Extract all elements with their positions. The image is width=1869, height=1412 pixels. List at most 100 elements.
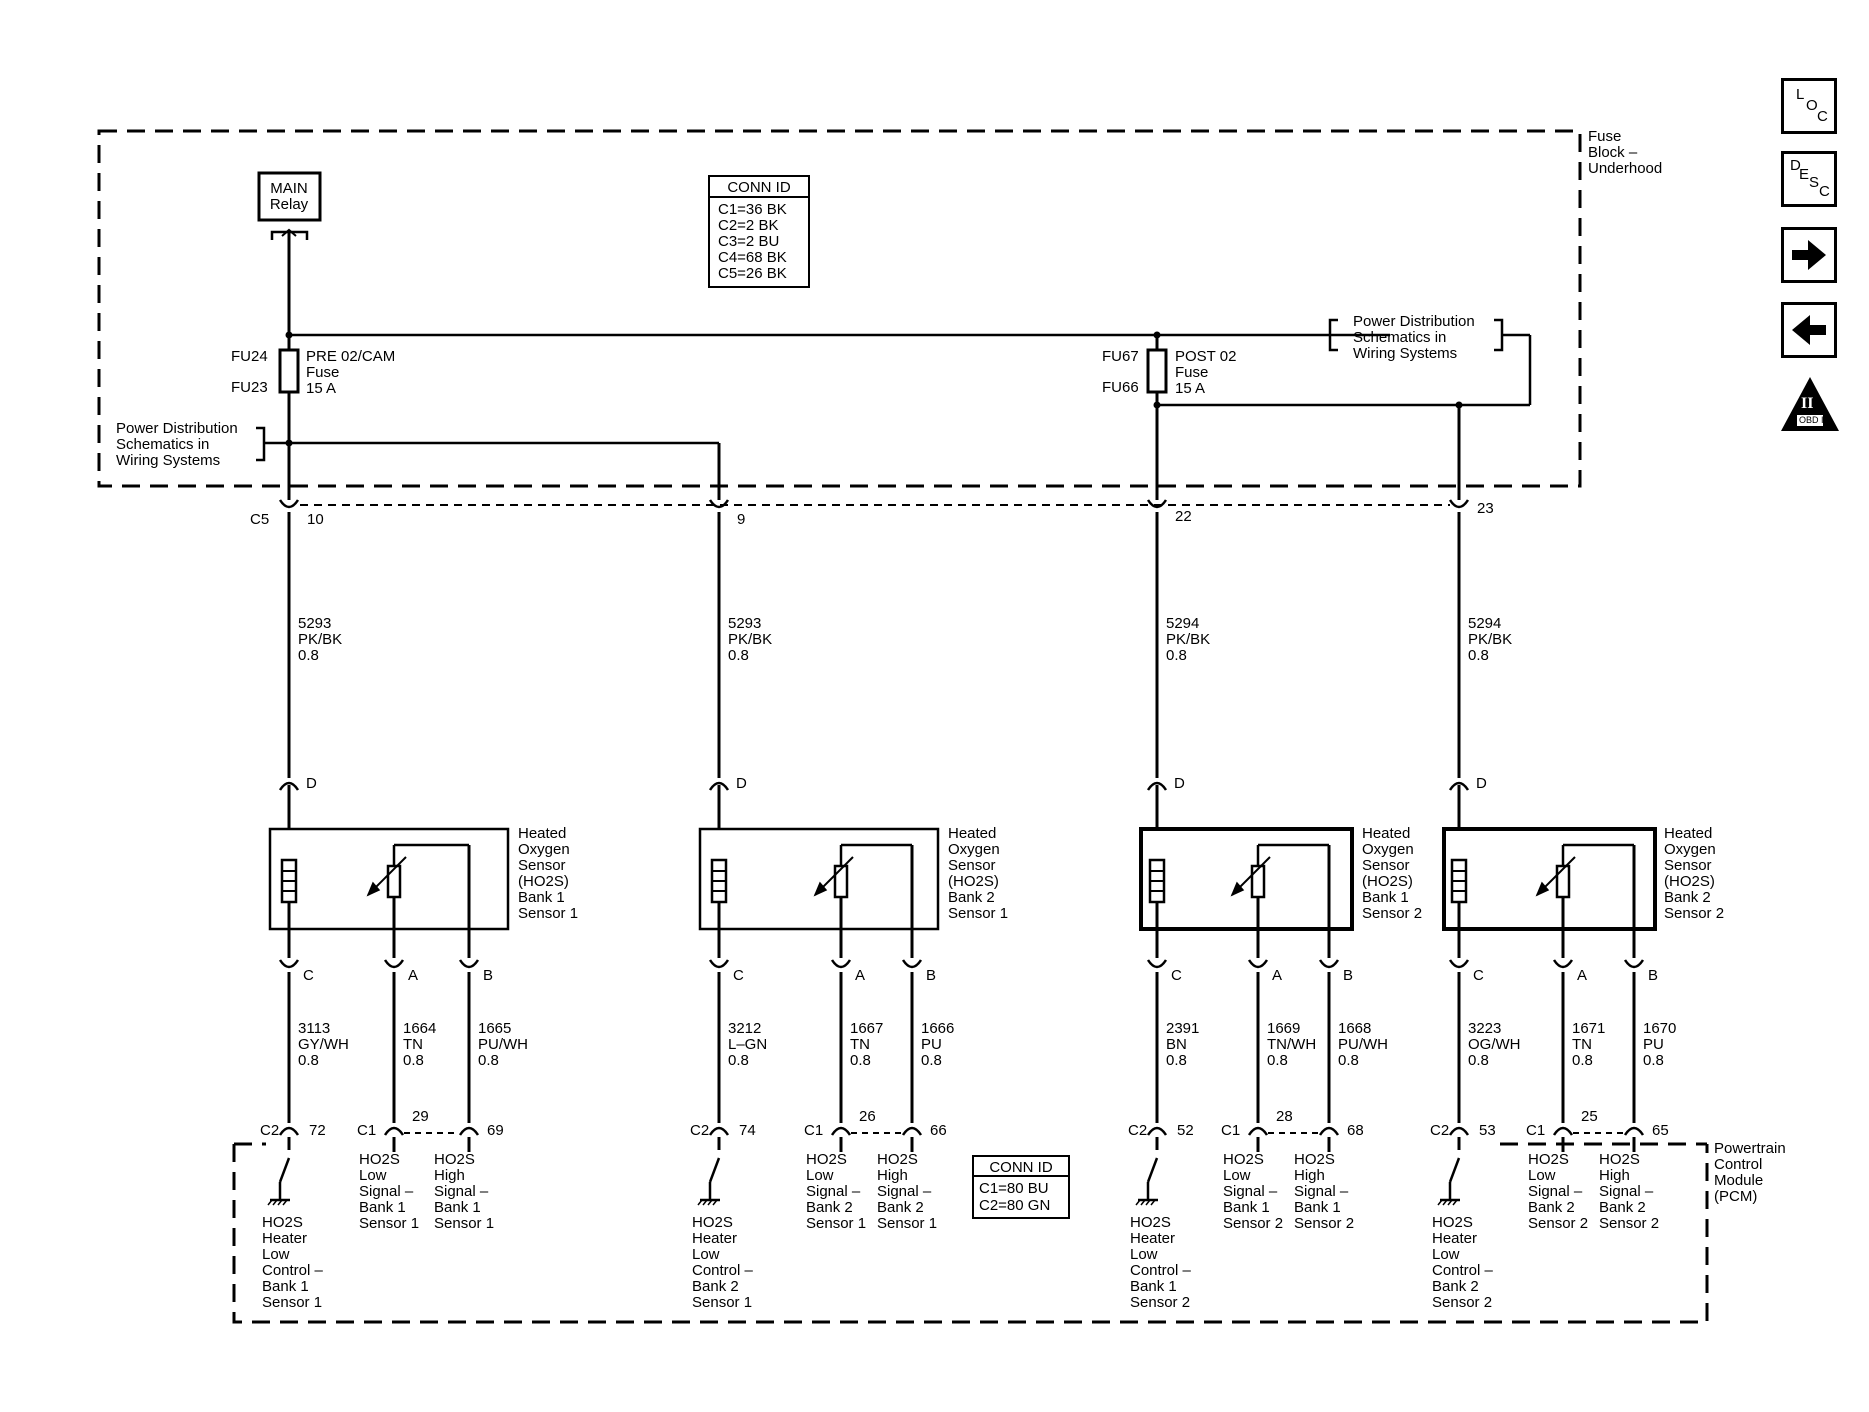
pcm-c2-terminal bbox=[708, 1126, 730, 1136]
ho2s-sensor-box bbox=[1139, 827, 1354, 931]
arrow-head bbox=[366, 881, 381, 897]
fuse-label: POST 02 bbox=[1175, 348, 1236, 365]
feed-wire-label: 0.8 bbox=[1468, 647, 1489, 664]
ground-hatch bbox=[1135, 1199, 1141, 1206]
pcm-high-signal-label: Sensor 2 bbox=[1294, 1215, 1354, 1232]
power-dist-right-label: Wiring Systems bbox=[1353, 345, 1457, 362]
conn-id-item: C1=36 BK bbox=[718, 201, 787, 218]
ground-hatch bbox=[1437, 1199, 1443, 1206]
bus-splice-right bbox=[1153, 331, 1161, 339]
sensor-name: Oxygen bbox=[948, 841, 1000, 858]
obd-ii-badge: II OBD II bbox=[1779, 375, 1841, 433]
ho2s-sensor-box bbox=[268, 827, 510, 931]
pcm-heater-label: HO2S bbox=[692, 1214, 733, 1231]
c1-pin: 26 bbox=[859, 1108, 876, 1125]
pcm-title: Control bbox=[1714, 1156, 1762, 1173]
sensor-connector-terminal bbox=[1318, 959, 1340, 969]
c1-label: C1 bbox=[804, 1122, 823, 1139]
feed-wire-label: 5294 bbox=[1166, 615, 1199, 632]
c5-pin-number: 22 bbox=[1175, 508, 1192, 525]
conn-id-item: C5=26 BK bbox=[718, 265, 787, 282]
pin-d-label: D bbox=[736, 775, 747, 792]
fuse-block-title: Underhood bbox=[1588, 160, 1662, 177]
pcm-heater-label: Low bbox=[1130, 1246, 1158, 1263]
heater-switch bbox=[278, 1157, 291, 1183]
pcm-high-signal-label: Bank 2 bbox=[877, 1199, 924, 1216]
wire-label: TN bbox=[403, 1036, 423, 1053]
wire-label: 3223 bbox=[1468, 1020, 1501, 1037]
wire-label: GY/WH bbox=[298, 1036, 349, 1053]
pcm-high-signal-label: HO2S bbox=[1599, 1151, 1640, 1168]
sensor-name: Bank 2 bbox=[948, 889, 995, 906]
fuse-label: Fuse bbox=[306, 364, 339, 381]
ground-hatch bbox=[1150, 1199, 1156, 1206]
pcm-title: Powertrain bbox=[1714, 1140, 1786, 1157]
wire-label: 0.8 bbox=[478, 1052, 499, 1069]
desc-letter-d: D bbox=[1790, 157, 1801, 174]
pcm-low-signal-label: Sensor 2 bbox=[1528, 1215, 1588, 1232]
pcm-high-signal-label: Signal – bbox=[434, 1183, 489, 1200]
wire-label: TN bbox=[850, 1036, 870, 1053]
sensor-connector-terminal bbox=[1146, 959, 1168, 969]
sensor-connector-terminal bbox=[278, 959, 300, 969]
pcm-high-signal-label: Sensor 1 bbox=[877, 1215, 937, 1232]
pcm-low-signal-label: Sensor 1 bbox=[806, 1215, 866, 1232]
next-page-button[interactable] bbox=[1781, 227, 1837, 283]
sensor-name: Heated bbox=[948, 825, 996, 842]
pcm-conn-id-title: CONN ID bbox=[989, 1159, 1053, 1176]
wire-label: 0.8 bbox=[1468, 1052, 1489, 1069]
feed-wire-label: 0.8 bbox=[1166, 647, 1187, 664]
main-relay-label: MAIN bbox=[270, 180, 308, 197]
fuse-block-outline bbox=[97, 129, 1582, 488]
pcm-heater-label: Heater bbox=[1130, 1230, 1175, 1247]
ground-hatch bbox=[1145, 1199, 1151, 1206]
connector-d-terminal bbox=[1448, 781, 1470, 791]
sensor-name: Sensor bbox=[948, 857, 996, 874]
c1-pin: 29 bbox=[412, 1108, 429, 1125]
feed-wire-label: PK/BK bbox=[298, 631, 342, 648]
feed-wire-label: PK/BK bbox=[1468, 631, 1512, 648]
pcm-c2-terminal bbox=[278, 1126, 300, 1136]
pcm-low-signal-label: Signal – bbox=[806, 1183, 861, 1200]
sensor-connector-terminal bbox=[708, 959, 730, 969]
sensor-name: Heated bbox=[1362, 825, 1410, 842]
wire-layer bbox=[234, 196, 1707, 1206]
sensor-pin-label: B bbox=[926, 967, 936, 984]
pcm-low-signal-label: HO2S bbox=[359, 1151, 400, 1168]
power-dist-bracket-right bbox=[1328, 318, 1338, 352]
sensor-connector-terminal bbox=[1623, 959, 1645, 969]
sensor-pin-label: B bbox=[1343, 967, 1353, 984]
pcm-high-signal-label: High bbox=[877, 1167, 908, 1184]
pcm-heater-label: Sensor 2 bbox=[1130, 1294, 1190, 1311]
loc-letter-c: C bbox=[1817, 108, 1828, 125]
fuse-id: FU67 bbox=[1102, 348, 1139, 365]
sensor-name: Sensor 1 bbox=[518, 905, 578, 922]
fuse-pre-02-cam bbox=[278, 348, 300, 394]
pcm-high-signal-label: Bank 1 bbox=[434, 1199, 481, 1216]
ground-hatch bbox=[282, 1199, 288, 1206]
connector-d-terminal bbox=[708, 781, 730, 791]
pcm-low-signal-label: Bank 1 bbox=[359, 1199, 406, 1216]
conn-id-item: C2=2 BK bbox=[718, 217, 778, 234]
pcm-heater-label: Control – bbox=[692, 1262, 754, 1279]
fuse-id: FU66 bbox=[1102, 379, 1139, 396]
sensor-name: Sensor bbox=[1664, 857, 1712, 874]
location-button[interactable]: L O C bbox=[1781, 78, 1837, 134]
ground-hatch bbox=[707, 1199, 713, 1206]
ho2s-sensor-box bbox=[1442, 827, 1657, 931]
main-relay-box bbox=[257, 171, 322, 222]
wire-label: BN bbox=[1166, 1036, 1187, 1053]
heater-element bbox=[1148, 858, 1166, 904]
sensor-pin-label: C bbox=[733, 967, 744, 984]
fuse-label: 15 A bbox=[306, 380, 336, 397]
pcm-heater-label: Sensor 2 bbox=[1432, 1294, 1492, 1311]
wire-label: 1666 bbox=[921, 1020, 954, 1037]
connector-d-terminal bbox=[278, 781, 300, 791]
power-dist-right-label: Schematics in bbox=[1353, 329, 1446, 346]
description-button[interactable]: D E S C bbox=[1781, 151, 1837, 207]
pcm-title: Module bbox=[1714, 1172, 1763, 1189]
sensor-pin-label: A bbox=[1272, 967, 1282, 984]
sensor-name: (HO2S) bbox=[1362, 873, 1413, 890]
previous-page-button[interactable] bbox=[1781, 302, 1837, 358]
